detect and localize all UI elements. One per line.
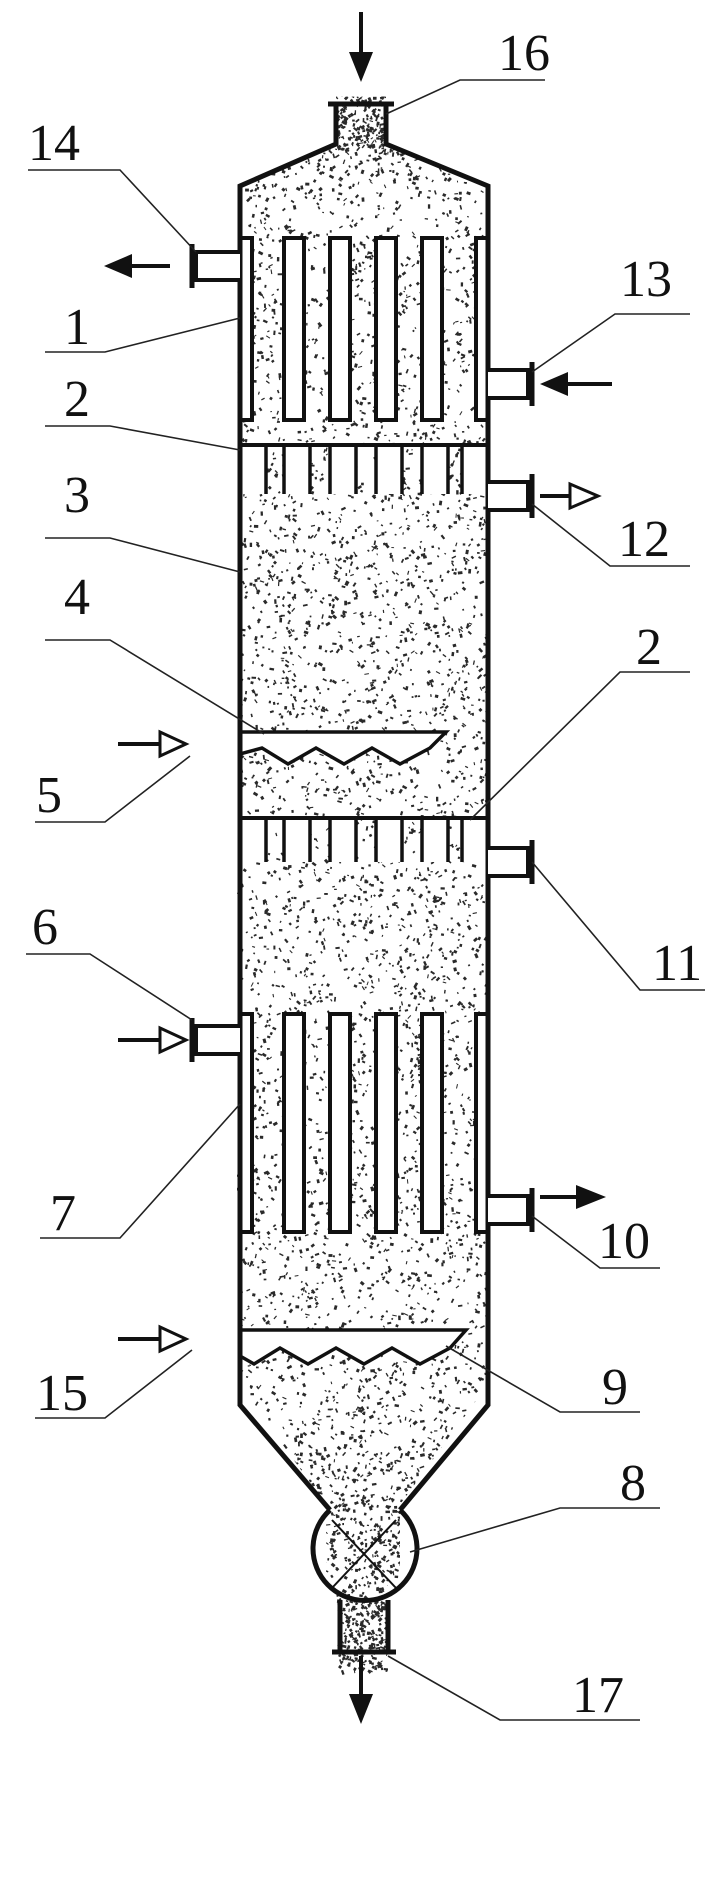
inlet-arrow-13-icon [540, 372, 612, 396]
particle-bed [237, 96, 490, 1675]
cap-top-1 [282, 443, 312, 494]
label-13: 13 [620, 251, 672, 308]
outlet-arrow-12-icon [540, 481, 602, 511]
label-1: 1 [64, 299, 90, 356]
nozzle-12 [488, 480, 530, 512]
sparger-4 [238, 730, 451, 767]
valve-cross-icon [331, 1519, 397, 1589]
cap-top-0 [238, 443, 268, 494]
cap-mid-3 [374, 816, 404, 862]
label-11: 11 [652, 935, 702, 992]
nozzle-11 [488, 846, 530, 878]
cap-mid-5 [460, 816, 490, 862]
cap-top-2 [328, 443, 358, 494]
inlet-arrow-5-icon [118, 729, 190, 759]
vessel-shell [237, 101, 491, 1655]
nozzle-13 [488, 368, 530, 400]
tube-top-3 [420, 236, 444, 422]
tube-top-0 [282, 236, 306, 422]
tube-bottom-3 [420, 1012, 444, 1234]
cap-top-3 [374, 443, 404, 494]
flow-arrows [104, 12, 612, 1724]
sparger-9 [238, 1328, 470, 1367]
label-6: 6 [32, 899, 58, 956]
label-12: 12 [618, 511, 670, 568]
label-8: 8 [620, 1455, 646, 1512]
cap-top-5 [460, 443, 490, 494]
tube-top-2 [374, 236, 398, 422]
tube-bottom-2 [374, 1012, 398, 1234]
outlet-arrow-14-icon [104, 254, 170, 278]
label-15: 15 [36, 1365, 88, 1422]
tube-top-1 [328, 236, 352, 422]
tube-bottom-0 [282, 1012, 306, 1234]
outlet-arrow-10-icon [540, 1185, 606, 1209]
label-9: 9 [602, 1359, 628, 1416]
tube-bottom-1 [328, 1012, 352, 1234]
label-3: 3 [64, 467, 90, 524]
nozzle-14 [194, 250, 240, 282]
inlet-arrow-16-icon [349, 12, 373, 82]
label-10: 10 [598, 1213, 650, 1270]
cap-mid-2 [328, 816, 358, 862]
inlet-arrow-15-icon [118, 1324, 190, 1354]
cap-mid-4 [420, 816, 450, 862]
vessel-internals [238, 236, 490, 1367]
label-4: 4 [64, 569, 90, 626]
nozzle-10 [488, 1194, 530, 1226]
nozzles [189, 244, 535, 1232]
outlet-arrow-17-icon [349, 1656, 373, 1724]
cap-mid-0 [238, 816, 268, 862]
label-17: 17 [572, 1667, 624, 1724]
leader-lines [26, 79, 705, 1721]
label-2-mid: 2 [636, 619, 662, 676]
nozzle-6 [194, 1024, 240, 1056]
cap-top-4 [420, 443, 450, 494]
label-14: 14 [28, 115, 80, 172]
part-labels: 16 14 13 1 2 3 12 4 2 5 6 11 7 10 9 15 8… [28, 25, 702, 1724]
inlet-arrow-6-icon [118, 1025, 190, 1055]
label-7: 7 [50, 1185, 76, 1242]
label-5: 5 [36, 767, 62, 824]
label-16: 16 [498, 25, 550, 82]
cap-mid-1 [282, 816, 312, 862]
label-2-top: 2 [64, 371, 90, 428]
